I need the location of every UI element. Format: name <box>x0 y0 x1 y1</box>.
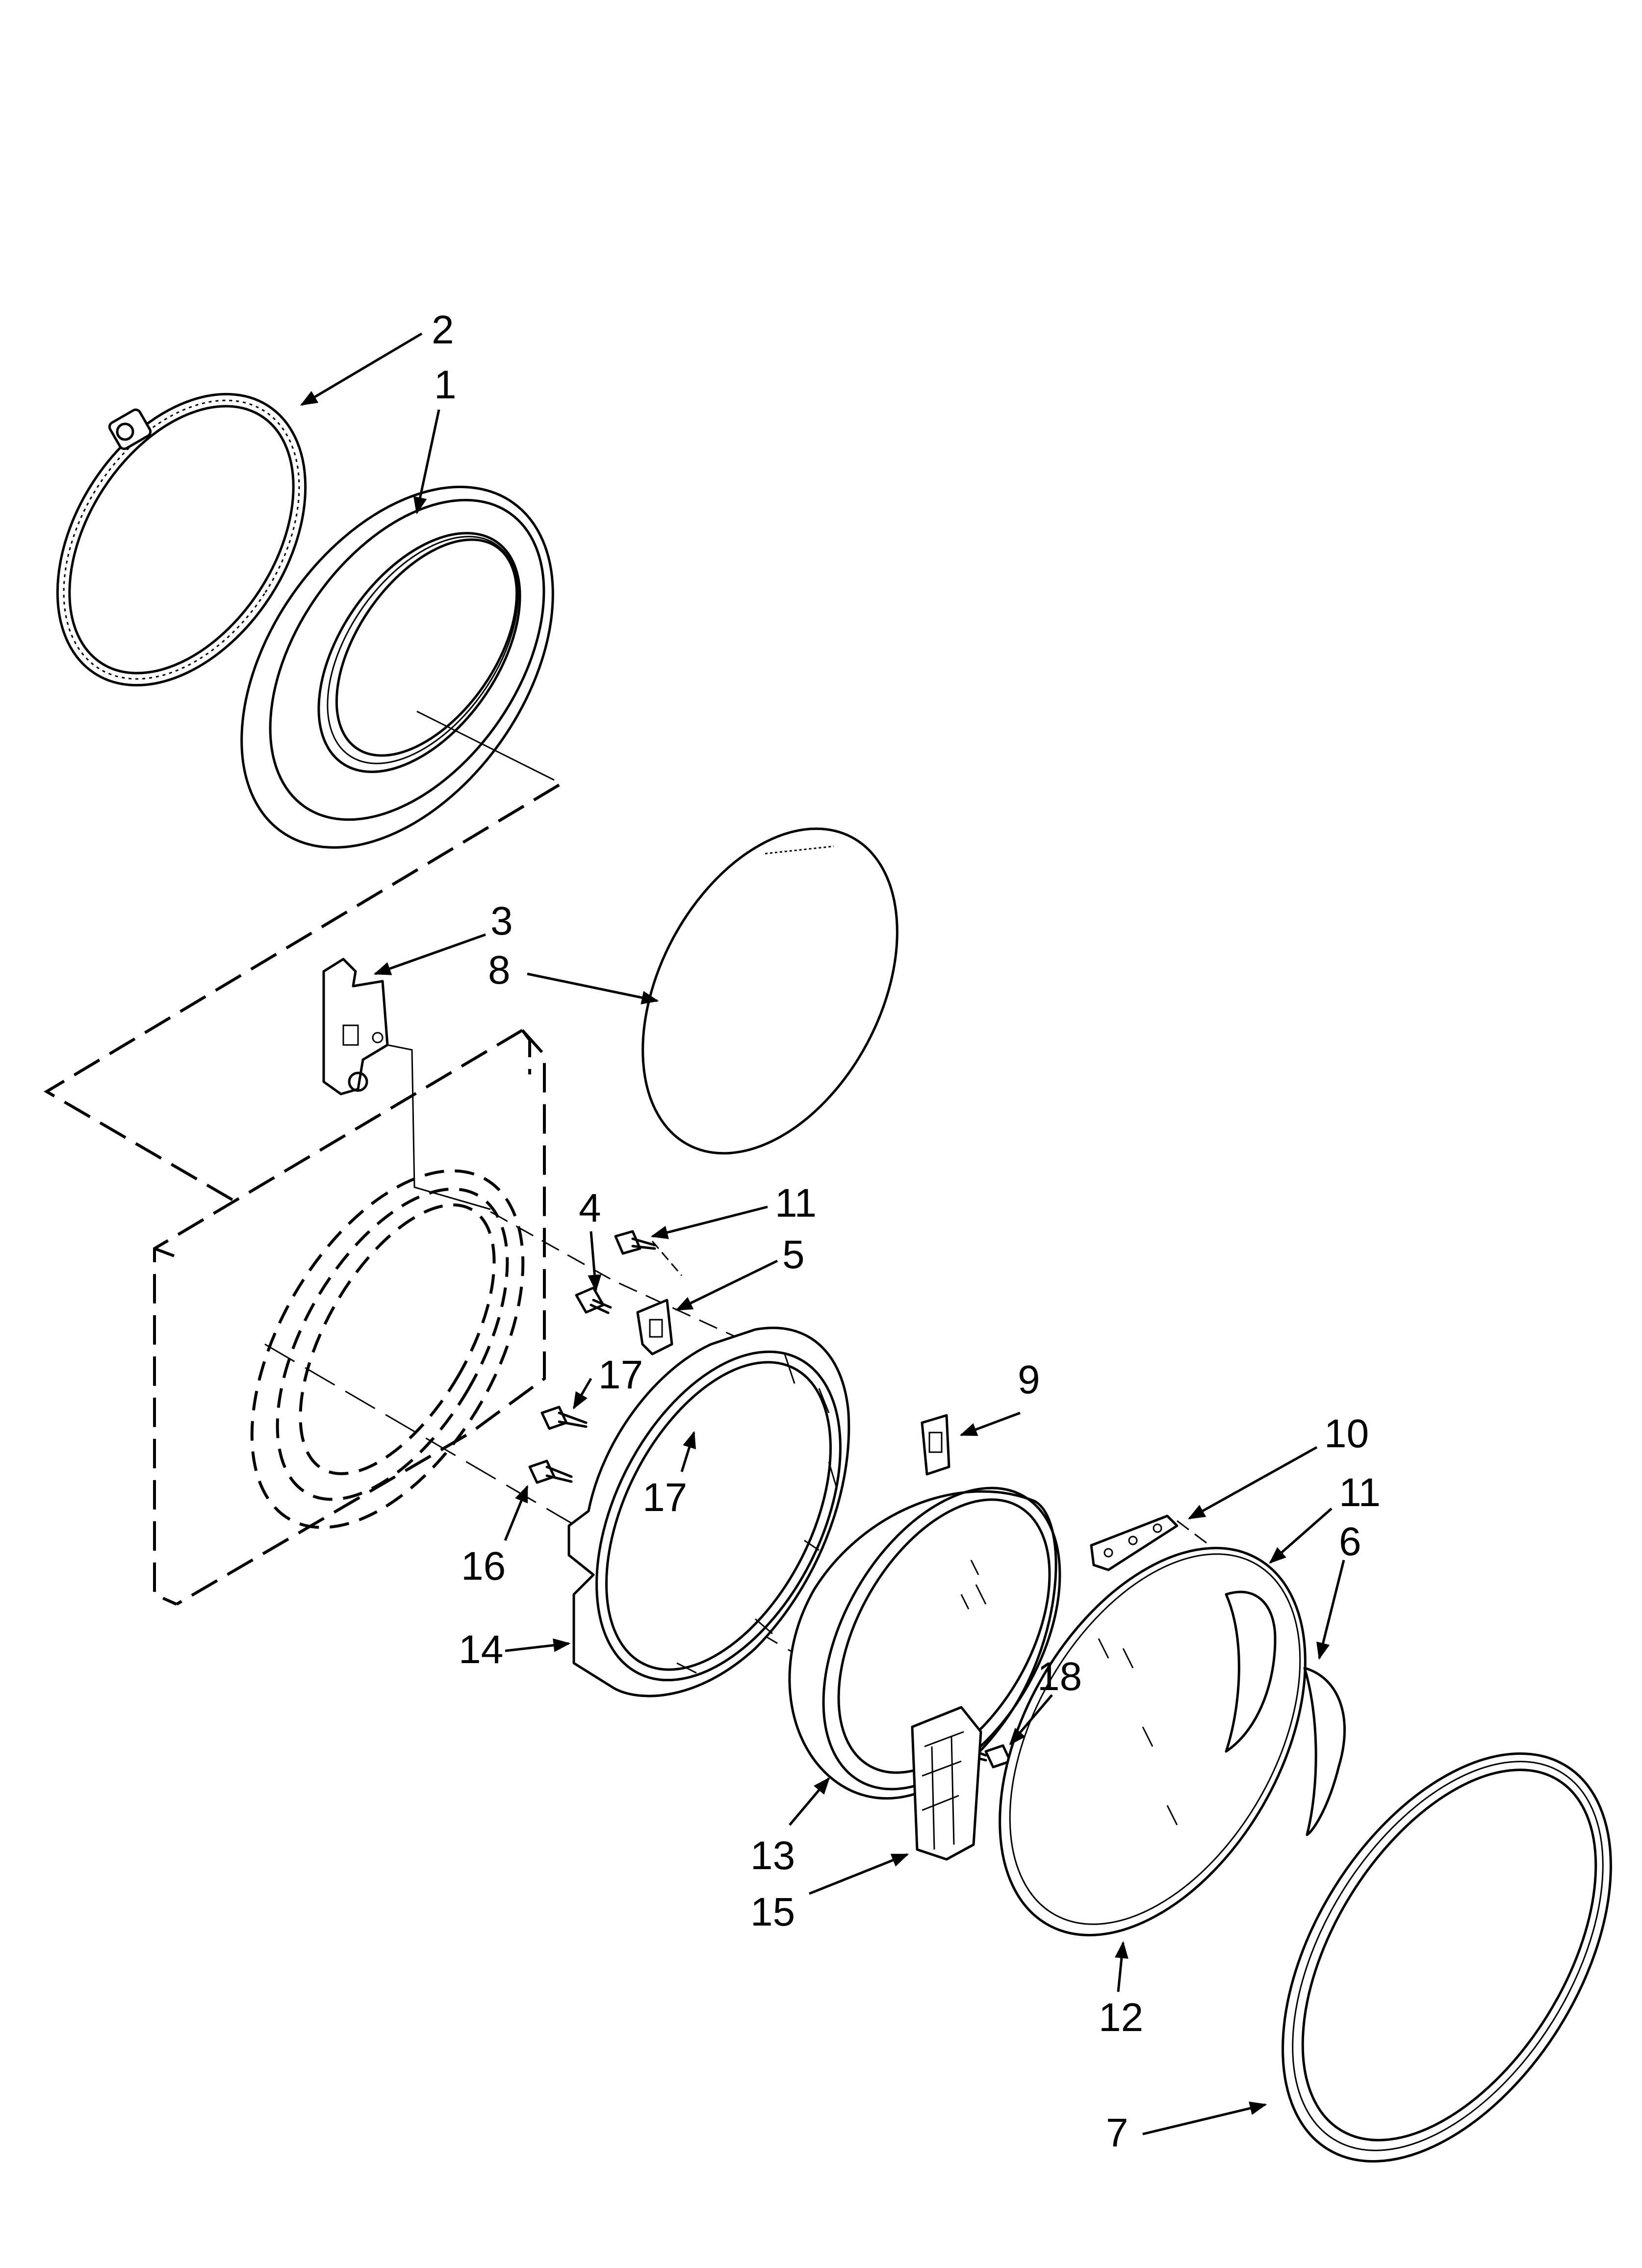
part-2-clamp <box>56 392 307 687</box>
callout-8: 8 <box>488 948 511 992</box>
front-panel-dashed <box>153 1029 546 1606</box>
callout-15: 15 <box>750 1890 795 1934</box>
callout-17-left: 17 <box>598 1353 643 1397</box>
callout-3: 3 <box>490 899 513 943</box>
callout-17-right: 17 <box>642 1475 687 1520</box>
callout-16: 16 <box>461 1544 506 1589</box>
strike-9 <box>921 1414 950 1476</box>
callout-11-top: 11 <box>775 1181 817 1225</box>
callout-11-right: 11 <box>1339 1470 1381 1515</box>
part-13-door-bowl <box>788 1486 1061 1800</box>
part-12-outer-glass <box>999 1547 1307 1936</box>
callout-4: 4 <box>579 1186 601 1230</box>
part-1-door-boot <box>240 486 555 849</box>
part-7-outer-ring <box>1282 1752 1612 2163</box>
callout-5: 5 <box>782 1232 805 1277</box>
callout-14: 14 <box>459 1627 503 1672</box>
part-15-hinge <box>911 1706 982 1861</box>
bracket-5 <box>636 1299 673 1356</box>
part-8-ring <box>641 827 898 1155</box>
part-3-door-lock <box>322 958 491 1210</box>
callout-13: 13 <box>750 1833 795 1878</box>
screw-17-left <box>540 1406 588 1430</box>
screw-16 <box>528 1460 573 1484</box>
callout-10: 10 <box>1324 1411 1369 1456</box>
hinge-plate-10 <box>1090 1514 1179 1571</box>
callout-9: 9 <box>1018 1357 1040 1402</box>
callout-1: 1 <box>434 363 457 407</box>
callout-labels: 2 1 3 8 4 11 5 17 17 16 9 10 11 6 14 18 … <box>432 308 1381 2155</box>
callout-12: 12 <box>1099 1995 1143 2040</box>
screw-4 <box>575 1286 612 1314</box>
callout-6: 6 <box>1339 1519 1361 1564</box>
callout-18: 18 <box>1037 1654 1082 1699</box>
part-6-handle <box>1303 1667 1346 1836</box>
callout-2: 2 <box>432 308 454 352</box>
screw-11-top <box>614 1230 656 1255</box>
leader-lines <box>300 332 1345 2136</box>
callout-7: 7 <box>1106 2111 1129 2155</box>
part-14-inner-frame <box>567 1327 850 1697</box>
